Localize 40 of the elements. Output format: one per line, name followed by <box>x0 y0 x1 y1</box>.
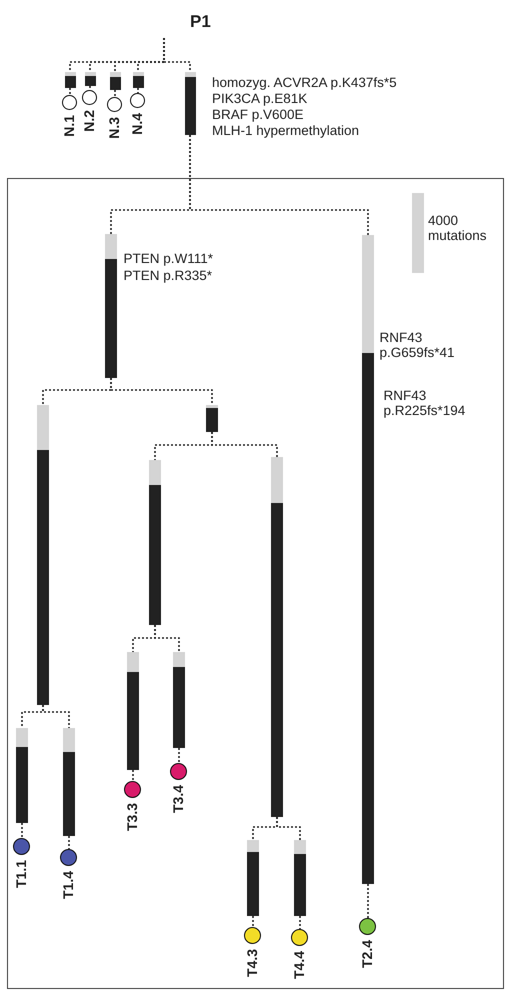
panel-title: P1 <box>190 12 211 32</box>
dotted-connector <box>68 836 70 849</box>
sample-label: T4.3 <box>244 948 260 977</box>
dotted-connector <box>163 38 191 72</box>
panel-frame <box>7 178 504 989</box>
sample-label: N.3 <box>107 117 122 139</box>
scale-label: 4000 mutations <box>428 213 488 243</box>
mutation-label: PTEN p.R335* <box>124 268 212 282</box>
dotted-connector <box>299 916 301 929</box>
dotted-connector <box>137 88 139 93</box>
sample-label: N.2 <box>82 110 97 132</box>
dotted-connector <box>132 770 134 781</box>
dotted-connector <box>367 884 369 918</box>
mutation-label: PIK3CA p.E81K <box>212 91 308 106</box>
sample-label: T1.4 <box>60 870 76 899</box>
mutation-label: BRAF p.V600E <box>212 107 304 122</box>
dotted-connector <box>189 135 369 235</box>
sample-label: T1.1 <box>14 860 28 888</box>
sample-label: T3.3 <box>124 802 140 831</box>
dotted-connector <box>89 86 91 90</box>
dotted-connector <box>252 916 254 927</box>
sample-label: N.1 <box>62 115 77 137</box>
dotted-connector <box>110 378 213 405</box>
dotted-connector <box>42 705 70 728</box>
mutation-label: RNF43 p.R225fs*194 <box>384 388 466 418</box>
sample-label: T4.4 <box>292 950 306 979</box>
dotted-connector <box>211 432 278 457</box>
sample-label: T2.4 <box>360 940 374 968</box>
dotted-connector <box>21 823 23 838</box>
sample-label: T3.4 <box>170 784 186 813</box>
mutation-label: PTEN p.W111* <box>124 250 214 266</box>
dotted-connector <box>178 748 180 763</box>
sample-label: N.4 <box>130 113 145 135</box>
mutation-label: homozyg. ACVR2A p.K437fs*5 <box>212 75 397 90</box>
mutation-label: MLH-1 hypermethylation <box>212 123 360 138</box>
dotted-connector <box>114 90 116 97</box>
dotted-connector <box>69 88 71 95</box>
dotted-connector <box>154 625 180 652</box>
mutation-label: RNF43 p.G659fs*41 <box>380 330 456 360</box>
dotted-connector <box>276 817 301 840</box>
